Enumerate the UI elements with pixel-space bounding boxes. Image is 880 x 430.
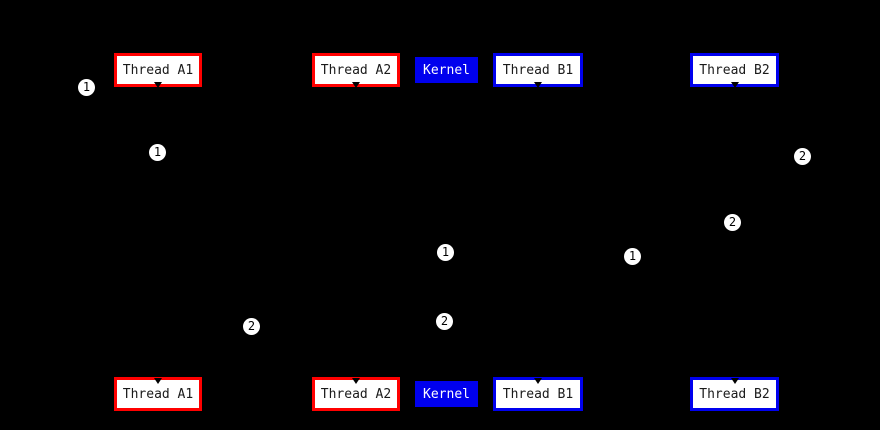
node-label: Thread A2 [320, 62, 392, 78]
node-label: Thread A1 [122, 62, 194, 78]
edge-notch [352, 82, 360, 88]
edge-notch [154, 378, 162, 384]
edge-notch [730, 82, 739, 88]
node-label: Thread B2 [699, 62, 770, 78]
node-thread-a1-top: Thread A1 [114, 53, 202, 88]
node-thread-a1-bottom: Thread A1 [114, 377, 202, 411]
edge-notch [154, 82, 162, 88]
edge-notch [534, 82, 542, 88]
node-thread-b1-bottom: Thread B1 [493, 377, 583, 411]
node-thread-a2-top: Thread A2 [312, 53, 400, 88]
node-label: Thread B1 [502, 386, 574, 402]
node-label: Thread B1 [502, 62, 574, 78]
node-kernel-top: Kernel [415, 57, 478, 83]
edge-notch [730, 378, 739, 384]
edge-label-badge: 2 [436, 313, 453, 330]
edge-label-badge: 1 [78, 79, 95, 96]
edge-label-badge: 2 [724, 214, 741, 231]
edge-notch [352, 378, 360, 384]
node-thread-b1-top: Thread B1 [493, 53, 583, 88]
edge-label-badge: 1 [624, 248, 641, 265]
node-label: Kernel [423, 386, 470, 402]
node-label: Thread A1 [122, 386, 194, 402]
edge-notch [534, 378, 542, 384]
edge-label-badge: 1 [149, 144, 166, 161]
edge-label-badge: 2 [243, 318, 260, 335]
node-thread-b2-top: Thread B2 [690, 53, 779, 88]
node-label: Thread B2 [699, 386, 770, 402]
node-thread-b2-bottom: Thread B2 [690, 377, 779, 411]
node-label: Kernel [423, 62, 470, 78]
edge-label-badge: 2 [794, 148, 811, 165]
node-label: Thread A2 [320, 386, 392, 402]
edge-label-badge: 1 [437, 244, 454, 261]
node-kernel-bottom: Kernel [415, 381, 478, 407]
node-thread-a2-bottom: Thread A2 [312, 377, 400, 411]
